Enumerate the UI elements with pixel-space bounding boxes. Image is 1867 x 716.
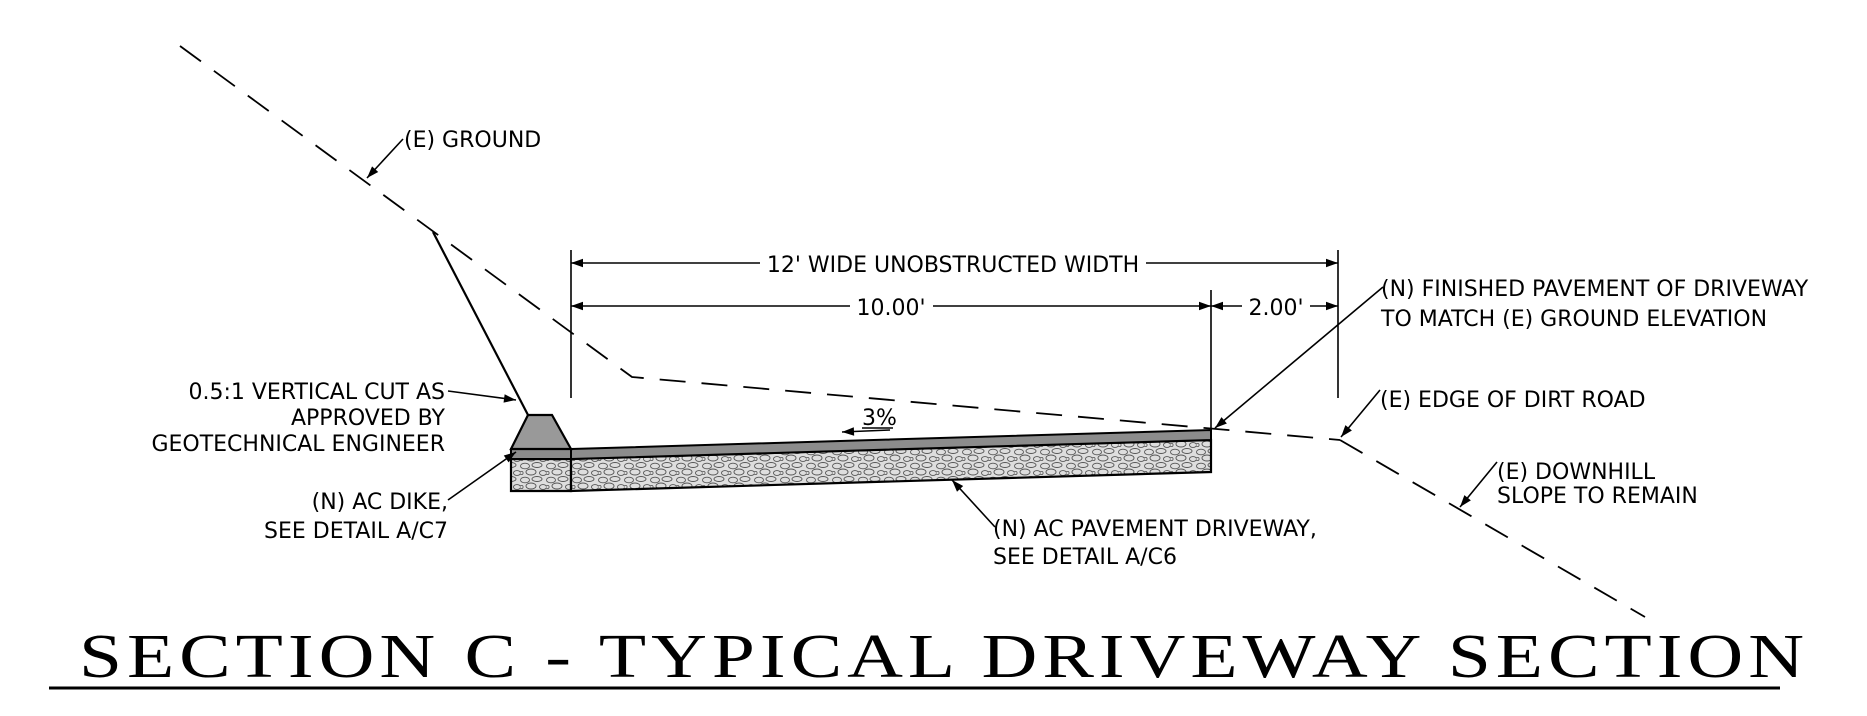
- label-downhill-1: (E) DOWNHILL: [1497, 460, 1656, 485]
- leader-vertical-cut: [447, 390, 517, 403]
- section-title: SECTION C - TYPICAL DRIVEWAY SECTION: [79, 623, 1809, 691]
- slope-arrow: [841, 427, 891, 436]
- label-e-ground: (E) GROUND: [404, 128, 541, 153]
- vertical-cut-line: [432, 231, 529, 416]
- label-ac-dike-2: SEE DETAIL A/C7: [264, 519, 448, 544]
- leader-ac-dike: [447, 451, 517, 501]
- existing-ground-line: [179, 45, 1341, 441]
- leader-downhill: [1459, 461, 1498, 508]
- dike-pavement-band: [510, 448, 572, 460]
- leader-edge-dirt-road: [1340, 389, 1381, 438]
- dike-base: [509, 457, 573, 493]
- label-finished-pavement-1: (N) FINISHED PAVEMENT OF DRIVEWAY: [1381, 277, 1809, 302]
- downhill-slope-line: [1339, 439, 1646, 618]
- label-ac-pavement-1: (N) AC PAVEMENT DRIVEWAY,: [993, 517, 1317, 542]
- leader-finished-pavement: [1214, 286, 1384, 429]
- ac-dike: [509, 413, 573, 451]
- leader-ac-pavement: [951, 479, 996, 528]
- dim-overall-label: 12' WIDE UNOBSTRUCTED WIDTH: [767, 253, 1139, 278]
- label-edge-dirt-road: (E) EDGE OF DIRT ROAD: [1380, 388, 1646, 413]
- label-ac-dike-1: (N) AC DIKE,: [312, 490, 448, 515]
- label-vertical-cut-1: 0.5:1 VERTICAL CUT AS: [188, 380, 445, 405]
- label-vertical-cut-2: APPROVED BY: [291, 406, 446, 431]
- label-downhill-2: SLOPE TO REMAIN: [1497, 484, 1698, 509]
- label-ac-pavement-2: SEE DETAIL A/C6: [993, 545, 1177, 570]
- slope-label: 3%: [862, 406, 897, 431]
- leader-e-ground: [366, 138, 404, 179]
- label-vertical-cut-3: GEOTECHNICAL ENGINEER: [151, 432, 445, 457]
- label-finished-pavement-2: TO MATCH (E) GROUND ELEVATION: [1380, 307, 1767, 332]
- dim-shoulder-label: 2.00': [1248, 296, 1303, 321]
- dim-pavement-label: 10.00': [856, 296, 925, 321]
